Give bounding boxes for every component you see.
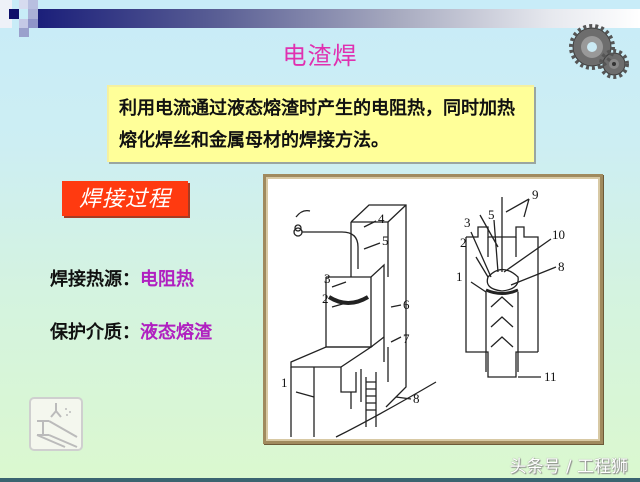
property-shielding-medium: 保护介质：液态熔渣 bbox=[50, 318, 212, 344]
svg-text:1: 1 bbox=[456, 269, 463, 284]
svg-text:6: 6 bbox=[403, 297, 410, 312]
electroslag-welding-diagram: 4 5 3 2 6 7 8 1 9 5 3 2 10 8 1 11 bbox=[281, 187, 565, 438]
svg-text:5: 5 bbox=[382, 233, 389, 248]
property-heat-source: 焊接热源：电阻热 bbox=[50, 265, 194, 291]
property-value: 液态熔渣 bbox=[140, 322, 212, 343]
definition-box: 利用电流通过液态熔渣时产生的电阻热，同时加热熔化焊丝和金属母材的焊接方法。 bbox=[107, 85, 534, 162]
svg-text:2: 2 bbox=[322, 291, 329, 306]
svg-text:3: 3 bbox=[464, 215, 471, 230]
gears-icon bbox=[560, 20, 640, 80]
svg-text:7: 7 bbox=[403, 331, 410, 346]
svg-text:10: 10 bbox=[552, 227, 565, 242]
svg-text:5: 5 bbox=[488, 207, 495, 222]
header-gradient-bar bbox=[38, 9, 640, 28]
bottom-bar bbox=[0, 478, 640, 482]
svg-text:2: 2 bbox=[460, 235, 467, 250]
property-value: 电阻热 bbox=[140, 269, 194, 290]
svg-text:8: 8 bbox=[558, 259, 565, 274]
watermark: 头条号 / 工程狮 bbox=[509, 457, 628, 477]
property-key: 保护介质： bbox=[50, 322, 140, 343]
svg-text:9: 9 bbox=[532, 187, 539, 202]
diagram-frame: 4 5 3 2 6 7 8 1 9 5 3 2 10 8 1 11 bbox=[263, 174, 603, 444]
svg-text:8: 8 bbox=[413, 391, 420, 406]
steel-beam-logo-icon bbox=[29, 397, 83, 451]
svg-text:4: 4 bbox=[378, 211, 385, 226]
svg-text:11: 11 bbox=[544, 369, 557, 384]
section-label: 焊接过程 bbox=[62, 181, 188, 216]
svg-text:1: 1 bbox=[281, 375, 288, 390]
slide-title: 电渣焊 bbox=[282, 42, 358, 70]
property-key: 焊接热源： bbox=[50, 269, 140, 290]
svg-text:3: 3 bbox=[324, 271, 331, 286]
